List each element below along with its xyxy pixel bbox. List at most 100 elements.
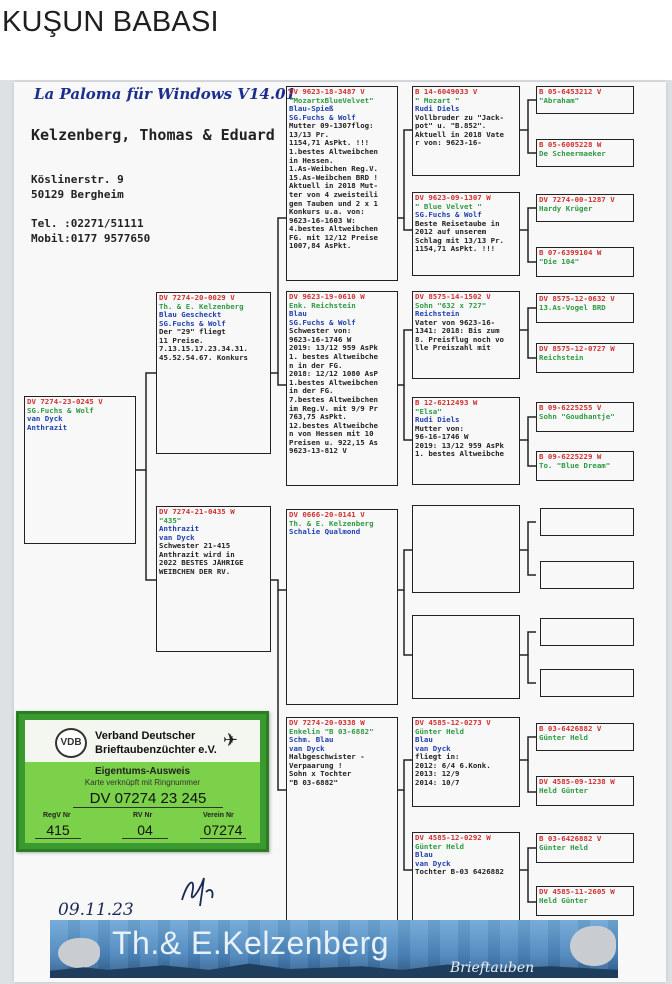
pedigree-line: Anthrazit [27, 423, 68, 432]
card-subtitle: Karte verknüpft mit Ringnummer [84, 778, 201, 787]
breeder-banner: Th.& E.Kelzenberg Brieftauben [50, 920, 618, 978]
pedigree-line: 1. bestes Altweibche [415, 450, 504, 459]
pedigree-line: 2012 auf unserem [415, 228, 487, 237]
pedigree-line: FG. mit 12/12 Preise [289, 233, 378, 242]
pedigree-line: "Die 104" [539, 257, 580, 266]
pedigree-line: SG.Fuchs & Wolf [289, 318, 356, 327]
pedigree-line: 1007,84 AsPkt. [289, 242, 352, 251]
pedigree-box-gggp-1: B 05-6453212 V"Abraham" [536, 86, 634, 114]
pedigree-line: 15.As-Weibchen BRD ! [289, 173, 378, 182]
pedigree-line: in Hessen. [289, 156, 334, 165]
pedigree-line: Blau Gescheckt [159, 311, 222, 320]
pedigree-box-gggp-11 [540, 618, 634, 646]
card-org-line2: Brieftaubenzüchter e.V. [95, 744, 217, 756]
pedigree-line: Vollbruder zu "Jack- [415, 113, 504, 122]
pedigree-line: B 05-6453212 V [539, 88, 602, 96]
pedigree-line: Beste Reisetaube in [415, 219, 500, 228]
pedigree-line: Vater von 9623-16- [415, 318, 496, 327]
pedigree-line: Schm. Blau [289, 736, 334, 745]
pedigree-line: Der "29" fliegt [159, 328, 226, 337]
pedigree-line: SG.Fuchs & Wolf [289, 113, 356, 122]
pedigree-line: Reichstein [415, 310, 460, 319]
pedigree-box-gggp-10 [540, 561, 634, 589]
handwritten-signature [181, 877, 214, 907]
pedigree-line: DV 9623-19-0610 W [289, 293, 365, 301]
pedigree-box-gggp-9 [540, 508, 634, 536]
pedigree-line: SG.Fuchs & Wolf [27, 406, 94, 415]
pedigree-line: 1.As-Weibchen Reg.V. [289, 165, 378, 174]
pedigree-line: Schwester von: [289, 327, 352, 336]
pedigree-line: van Dyck [289, 744, 325, 753]
pedigree-line: B 14-6049033 V [415, 88, 478, 96]
pedigree-line: fliegt in: [415, 753, 460, 762]
pedigree-line: DV 9623-09-1307 W [415, 194, 491, 202]
banner-subtitle: Brieftauben [450, 960, 535, 976]
pigeon-photo-left [58, 938, 100, 968]
pedigree-line: DV 9623-18-3487 V [289, 88, 365, 96]
pedigree-line: Tochter B-03 6426882 [415, 868, 504, 877]
card-value-rv: 04 [122, 822, 168, 839]
ownership-card: VDB Verband Deutscher Brieftaubenzüchter… [16, 711, 269, 852]
pedigree-line: Sohn "632 x 727" [415, 301, 487, 310]
pedigree-line: 7.13.15.17.23.34.31. [159, 345, 248, 354]
pedigree-line: Sohn "Goudhantje" [539, 412, 615, 421]
pedigree-line: n in der FG. [289, 361, 343, 370]
pedigree-line: Reichstein [539, 353, 584, 362]
pedigree-line: Preisen u. 922,15 As [289, 438, 378, 447]
pedigree-line: Th. & E. Kelzenberg [289, 519, 374, 528]
banner-name: Th.& E.Kelzenberg [112, 925, 390, 961]
pedigree-line: DV 7274-23-0245 V [27, 398, 103, 406]
pedigree-line: Enk. Reichstein [289, 301, 356, 310]
pedigree-line: Konkurs u.a. von: [289, 208, 365, 217]
pedigree-line: DV 0666-20-0141 V [289, 511, 365, 519]
pedigree-line: Held Günter [539, 896, 588, 905]
pedigree-line: WEIBCHEN DER RV. [159, 568, 231, 577]
pedigree-line: DV 7274-00-1287 V [539, 196, 615, 204]
pedigree-line: 2019: 13/12 959 AsPk [289, 344, 378, 353]
signature-date: 09.11.23 [58, 900, 134, 920]
pedigree-line: DV 8575-12-0727 W [539, 345, 615, 353]
pedigree-line: 2022 BESTES JÄHRIGE [159, 559, 244, 568]
pedigree-line: ter von 4 zweisteili [289, 190, 378, 199]
pedigree-line: Hardy Krüger [539, 204, 593, 213]
pedigree-line: B 12-6212493 W [415, 399, 478, 407]
pigeon-photo-right [570, 926, 616, 966]
pedigree-line: To. "Blue Dream" [539, 461, 611, 470]
pedigree-line: DV 7274-20-0029 V [159, 294, 235, 302]
pedigree-line: B 03-6426882 V [539, 835, 602, 843]
pedigree-line: "Abraham" [539, 96, 580, 105]
pedigree-line: " Blue Velvet " [415, 202, 482, 211]
pedigree-line: DV 7274-20-0338 W [289, 719, 365, 727]
pedigree-line: lle Preiszahl mit [415, 344, 491, 353]
pedigree-line: pot" u. "B.852". [415, 122, 487, 131]
pedigree-line: van Dyck [415, 859, 451, 868]
pedigree-line: n von Hessen mit 10 [289, 430, 374, 439]
pedigree-line: B 03-6426882 V [539, 725, 602, 733]
pedigree-line: 9623-13-812 V [289, 447, 347, 456]
card-value-verein: 07274 [200, 822, 246, 839]
pedigree-line: 96-16-1746 W [415, 433, 469, 442]
card-ring-number: DV 07274 23 245 [73, 790, 223, 808]
card-label-regv: RegV Nr [43, 812, 71, 819]
pedigree-line: 13.As-Vogel BRD [539, 303, 606, 312]
pedigree-line: 2019: 13/12 959 AsPk [415, 441, 504, 450]
pedigree-line: van Dyck [415, 744, 451, 753]
pedigree-line: Enkelin "B 03-6882" [289, 727, 374, 736]
pedigree-line: "Elsa" [415, 407, 442, 416]
association-logo-icon: VDB [55, 728, 87, 758]
pedigree-box-ggp-6 [412, 615, 520, 699]
card-value-regv: 415 [35, 822, 81, 839]
